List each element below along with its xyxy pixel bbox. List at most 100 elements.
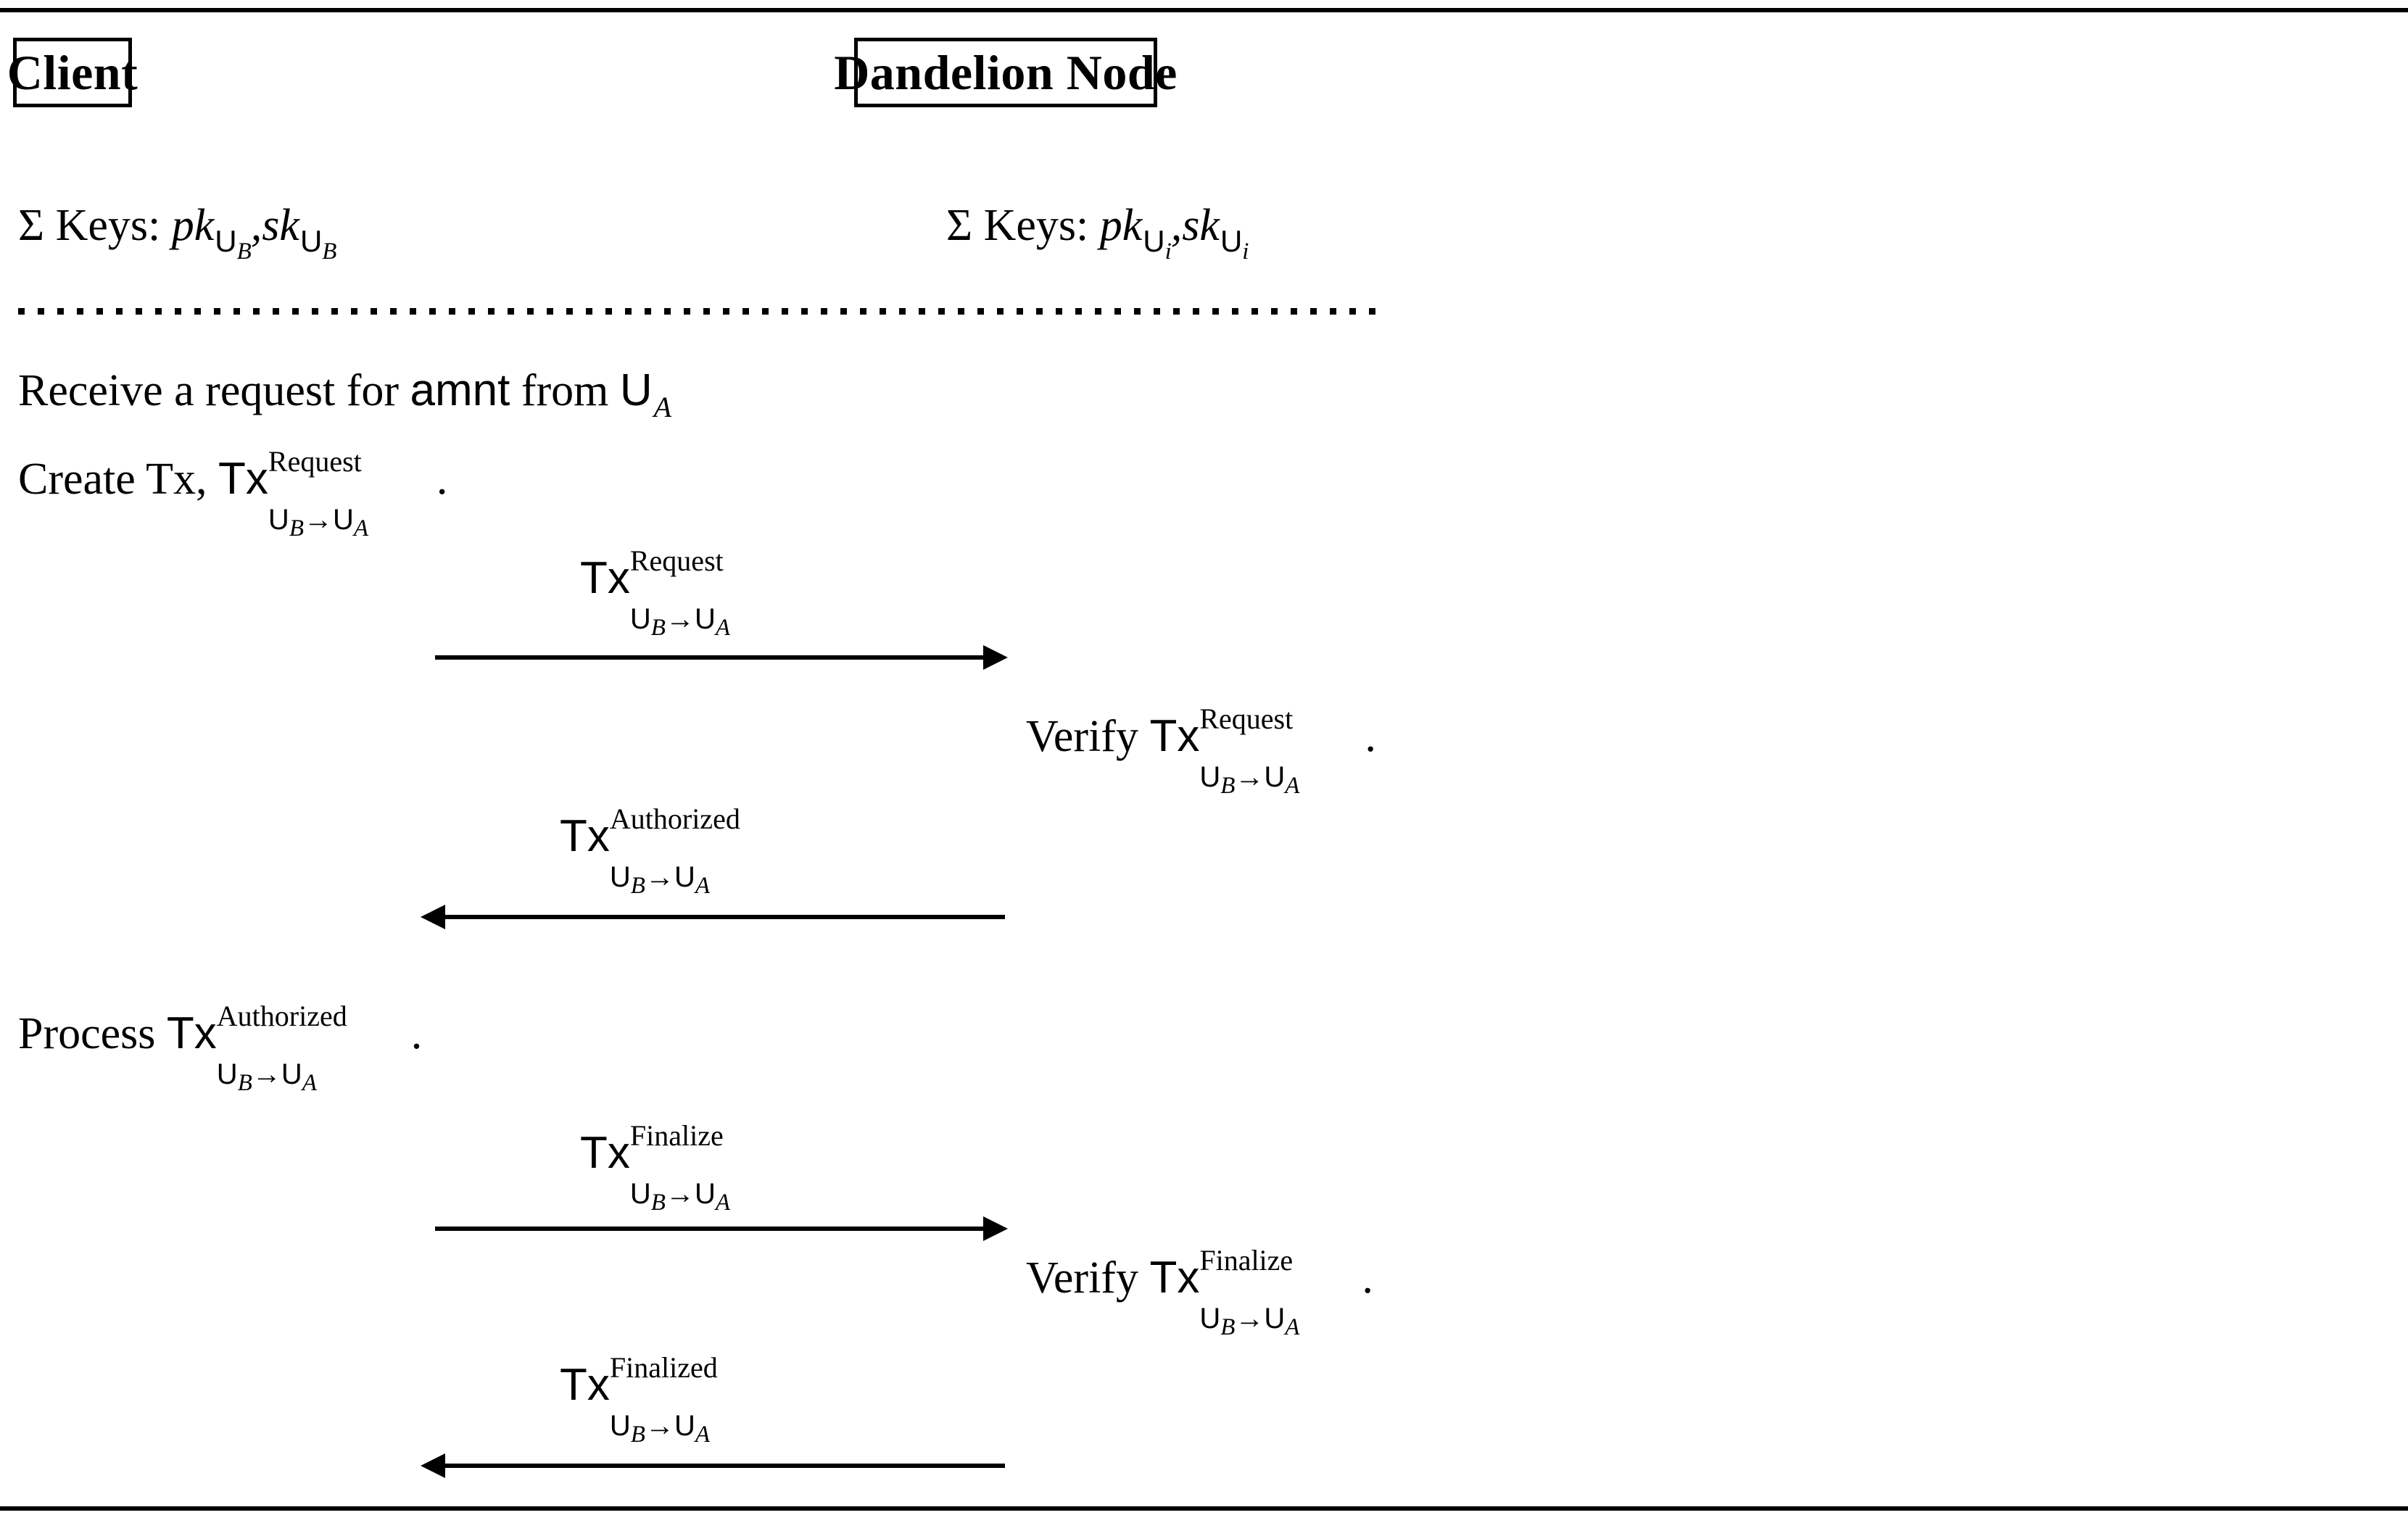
bottom-rule	[0, 1506, 2408, 1511]
tx-sub-to-index-create: A	[353, 515, 369, 541]
tx-sub-from-process: U	[216, 1058, 238, 1090]
tx-base-msg-finalized: Tx	[560, 1360, 610, 1410]
tx-superscript-process: Authorized	[216, 1000, 347, 1032]
tx-sub-to-index-verify-request: A	[1285, 773, 1300, 799]
tx-sub-from-index-verify-finalize: B	[1220, 1314, 1236, 1340]
keys-pk-index-node: i	[1164, 238, 1172, 265]
keys-line-node: Σ Keys: pkUi,skUi	[946, 201, 1249, 264]
keys-sk-client: sk	[262, 201, 299, 250]
tx-sub-arrow-msg-authorized: →	[645, 861, 674, 893]
tx-subscript-msg-authorized: UB→UA	[610, 861, 710, 898]
dotted-separator	[18, 308, 1385, 315]
tx-superscript-msg-finalized: Finalized	[609, 1351, 718, 1384]
step-verify-finalize-verb: Verify	[1026, 1253, 1150, 1303]
arrow-shaft-authorized	[441, 915, 1005, 919]
role-label-client: Client	[7, 45, 138, 100]
role-box-dandelion-node: Dandelion Node	[834, 38, 1177, 107]
arrow-shaft-request	[435, 655, 986, 660]
role-box-client: Client	[7, 38, 138, 107]
arrow-head-right-request	[983, 645, 1008, 670]
tx-subscript-msg-finalized: UB→UA	[609, 1410, 710, 1447]
tx-sub-from-index-create: B	[289, 515, 304, 541]
arrow-head-left-authorized	[421, 905, 445, 929]
role-label-dandelion-node: Dandelion Node	[834, 45, 1178, 100]
tx-subscript-verify-finalize: UB→UA	[1199, 1303, 1299, 1340]
tx-sub-arrow-msg-finalize: →	[665, 1178, 695, 1210]
tx-sub-to-index-msg-finalized: A	[695, 1422, 710, 1448]
step-receive-middle: from	[510, 366, 620, 415]
tx-sub-arrow-process: →	[252, 1058, 281, 1090]
tx-period-process: .	[410, 1009, 423, 1058]
keys-sk-node: sk	[1182, 201, 1220, 250]
tx-base-create: Tx	[218, 454, 268, 504]
tx-sub-arrow-create: →	[303, 504, 333, 536]
keys-pk-client: pk	[171, 201, 215, 250]
tx-sub-arrow-verify-finalize: →	[1235, 1303, 1265, 1335]
tx-sub-from-index-msg-finalize: B	[650, 1190, 666, 1216]
keys-pk-index-client: B	[236, 238, 252, 265]
step-receive-entity: U	[619, 365, 653, 415]
tx-period-verify-request: .	[1365, 712, 1376, 761]
tx-sub-to-msg-request: U	[694, 603, 716, 635]
keys-sk-index-client: B	[322, 238, 337, 265]
arrow-head-left-finalized	[421, 1453, 445, 1478]
tx-base-msg-request: Tx	[580, 553, 630, 603]
tx-sub-to-msg-finalized: U	[674, 1410, 695, 1442]
tx-sub-to-index-msg-request: A	[715, 615, 730, 641]
tx-superscript-msg-finalize: Finalize	[629, 1119, 724, 1152]
tx-sub-to-msg-finalize: U	[694, 1178, 716, 1210]
tx-sub-from-index-process: B	[237, 1070, 252, 1096]
tx-subscript-msg-request: UB→UA	[630, 603, 730, 640]
tx-sub-arrow-msg-request: →	[665, 603, 695, 635]
tx-sub-from-verify-request: U	[1199, 761, 1221, 793]
keys-label-node: Σ Keys:	[946, 201, 1089, 250]
tx-period-create: .	[436, 455, 448, 504]
tx-sub-from-msg-finalized: U	[609, 1410, 631, 1442]
tx-superscript-create: Request	[268, 445, 362, 478]
top-rule	[0, 8, 2408, 12]
tx-sub-to-msg-authorized: U	[674, 861, 695, 893]
arrow-shaft-finalized	[441, 1464, 1005, 1468]
tx-sub-to-index-msg-authorized: A	[695, 873, 710, 899]
keys-comma-client: ,	[250, 201, 262, 250]
tx-sub-to-create: U	[332, 504, 354, 536]
arrow-head-right-finalize	[983, 1216, 1008, 1241]
tx-base-msg-authorized: Tx	[560, 811, 610, 861]
keys-line-client: Σ Keys: pkUB,skUB	[18, 201, 336, 264]
keys-sk-entity-client: U	[299, 224, 323, 258]
tx-sub-from-index-msg-finalized: B	[630, 1422, 645, 1448]
tx-subscript-msg-finalize: UB→UA	[630, 1178, 730, 1215]
tx-sub-from-index-msg-request: B	[650, 615, 666, 641]
tx-superscript-msg-request: Request	[629, 544, 724, 577]
step-process-verb: Process	[18, 1009, 167, 1058]
tx-base-process: Tx	[166, 1008, 217, 1058]
tx-sub-from-verify-finalize: U	[1199, 1303, 1221, 1335]
keys-pk-entity-node: U	[1143, 224, 1165, 258]
tx-base-verify-finalize: Tx	[1149, 1253, 1200, 1303]
arrow-shaft-finalize	[435, 1227, 986, 1231]
tx-sub-from-create: U	[268, 504, 289, 536]
tx-superscript-verify-finalize: Finalize	[1199, 1244, 1294, 1277]
tx-base-verify-request: Tx	[1149, 711, 1200, 761]
tx-superscript-msg-authorized: Authorized	[609, 802, 740, 835]
tx-subscript-process: UB→UA	[216, 1058, 317, 1095]
tx-sub-to-index-verify-finalize: A	[1285, 1314, 1300, 1340]
step-verify-request-verb: Verify	[1026, 712, 1150, 761]
tx-sub-to-index-process: A	[302, 1070, 317, 1096]
